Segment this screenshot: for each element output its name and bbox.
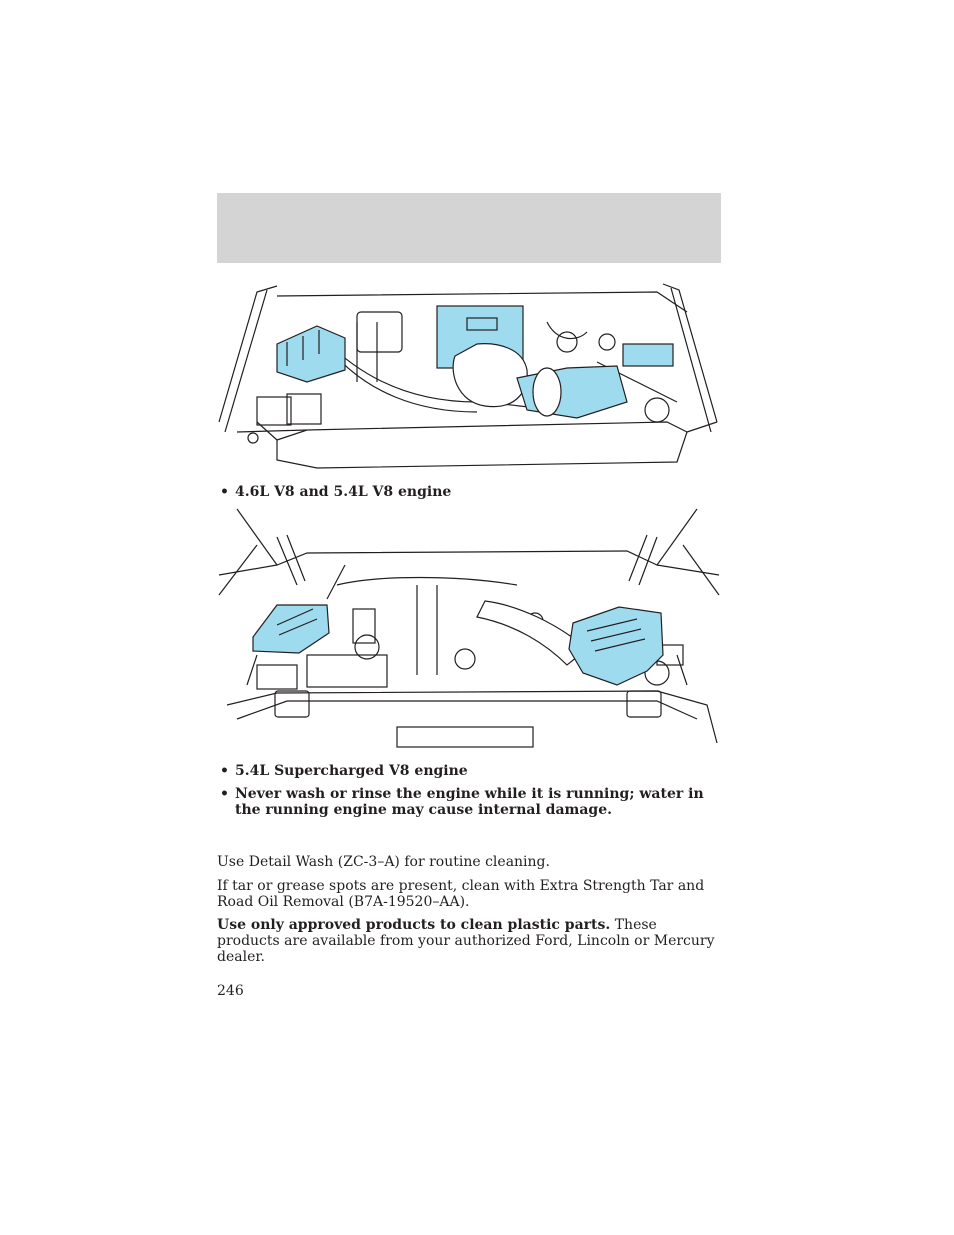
bullet-dot: •	[220, 484, 229, 500]
bullet-warning-never-wash: • Never wash or rinse the engine while i…	[217, 786, 721, 818]
bullet-text: Never wash or rinse the engine while it …	[235, 786, 704, 818]
plastic-parts-text: These products are available from your a…	[217, 917, 715, 965]
bullet-text: 5.4L Supercharged V8 engine	[235, 763, 468, 779]
reservoir-highlight	[622, 343, 674, 367]
engine-v8-drawing	[218, 283, 718, 469]
bullet-dot: •	[220, 763, 229, 779]
plastic-parts-emphasis: Use only approved products to clean plas…	[217, 917, 611, 933]
paragraph-detail-wash: Use Detail Wash (ZC-3–A) for routine cle…	[217, 854, 550, 870]
engine-illustration-supercharged	[217, 505, 721, 748]
battery-highlight-2	[252, 604, 330, 654]
bullet-dot: •	[220, 786, 229, 802]
bullet-v8-engine: • 4.6L V8 and 5.4L V8 engine	[217, 484, 721, 500]
paragraph-tar-removal: If tar or grease spots are present, clea…	[217, 878, 705, 910]
battery-highlight	[276, 325, 346, 383]
paragraph-plastic-parts: Use only approved products to clean plas…	[217, 917, 721, 965]
engine-illustration-v8	[217, 282, 721, 474]
bullet-text: 4.6L V8 and 5.4L V8 engine	[235, 484, 452, 500]
section-header-band	[217, 193, 721, 263]
bullet-supercharged-engine: • 5.4L Supercharged V8 engine	[217, 763, 721, 779]
engine-supercharged-drawing	[218, 508, 720, 748]
page-number: 246	[217, 983, 244, 999]
